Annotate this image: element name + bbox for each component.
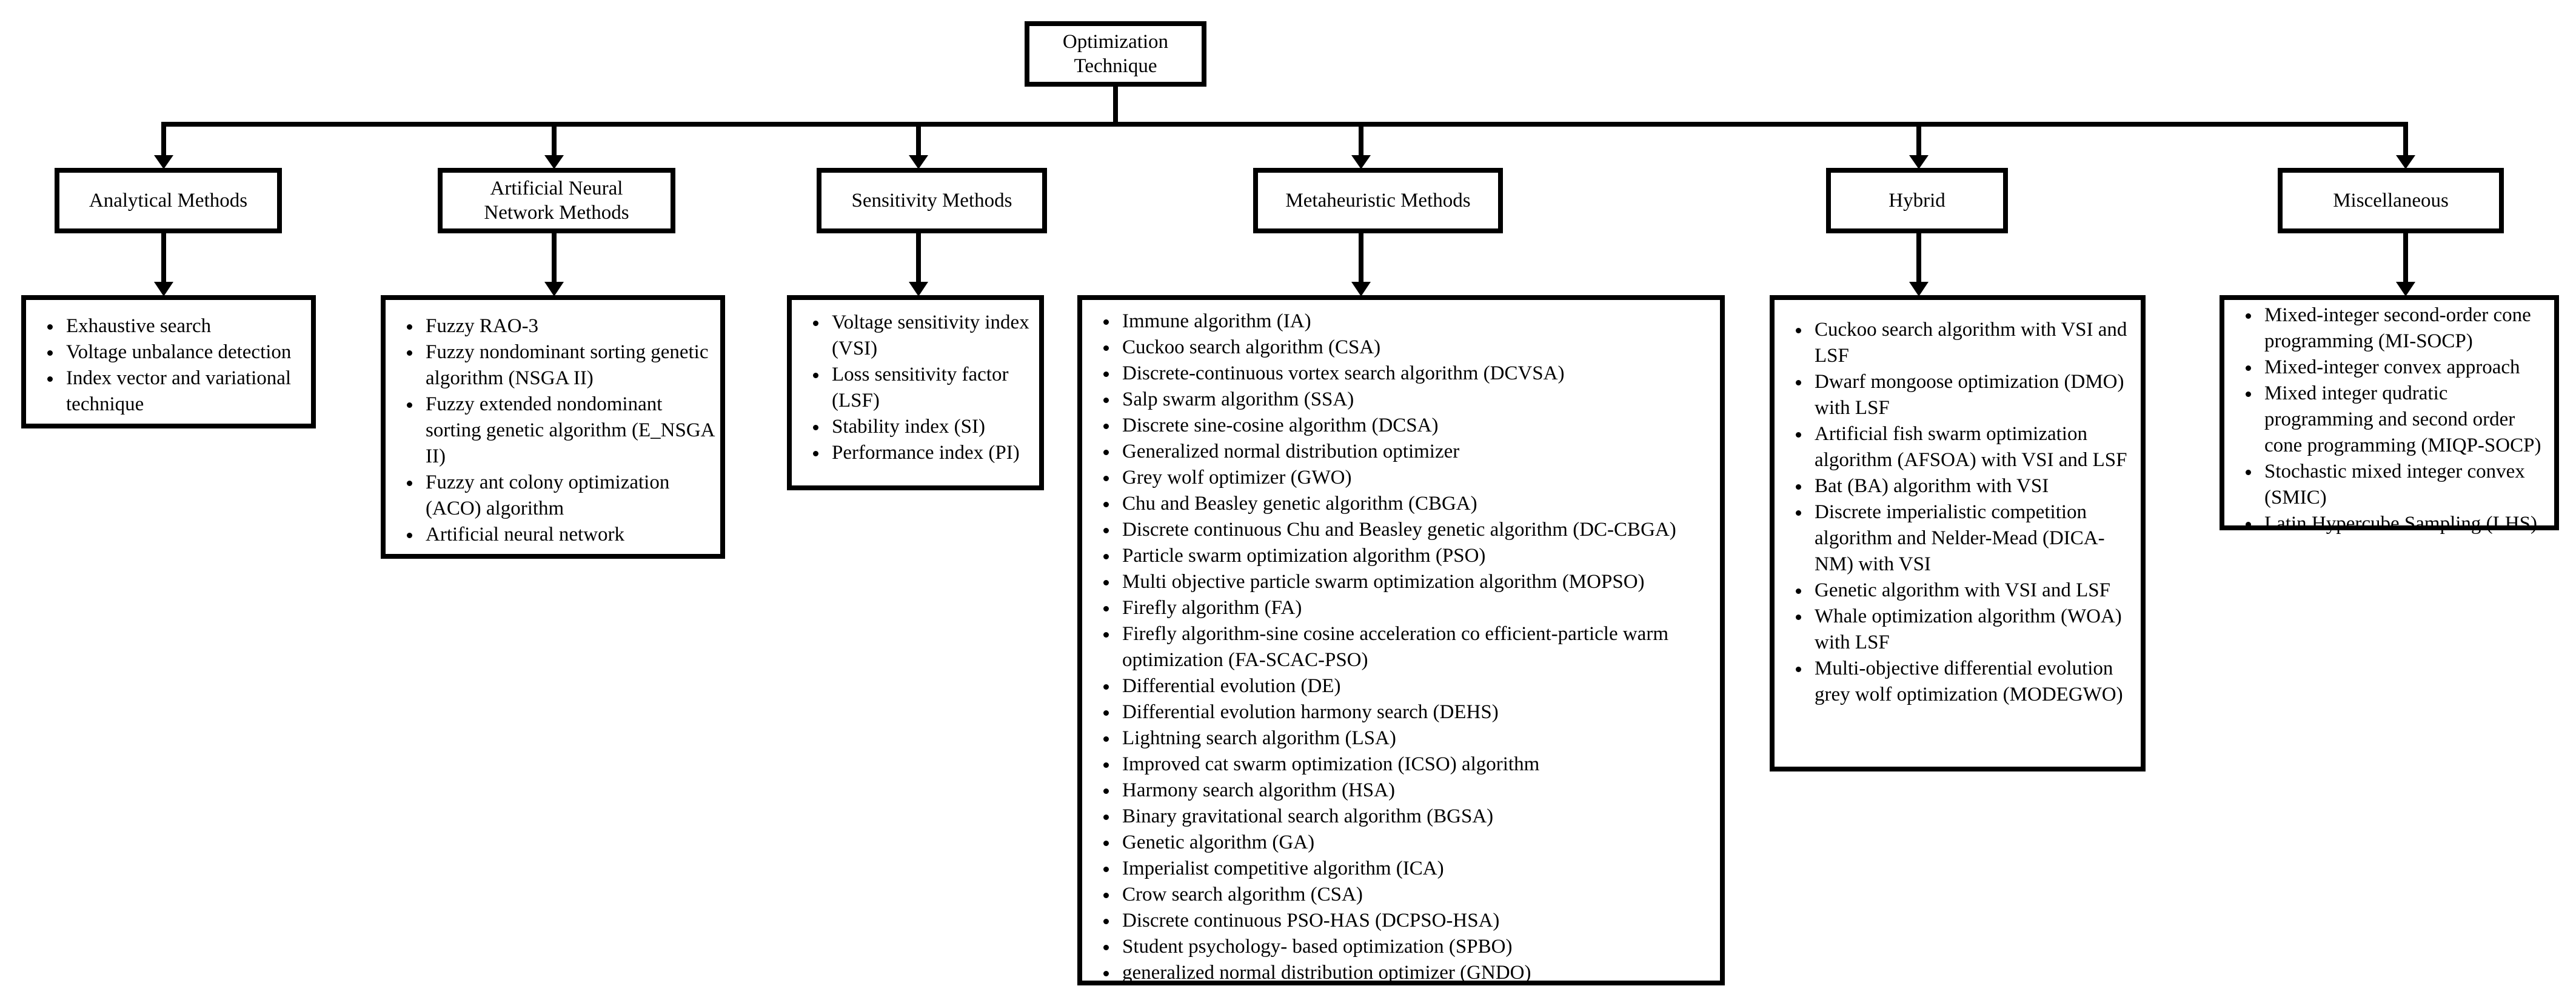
- list-item: Particle swarm optimization algorithm (P…: [1119, 543, 1720, 569]
- list-item: Exhaustive search: [62, 313, 311, 339]
- arrowhead-3a: [1351, 155, 1371, 169]
- list-item: Stochastic mixed integer convex (SMIC): [2261, 459, 2554, 511]
- list-item: Artificial neural network: [422, 522, 720, 548]
- list-item: Salp swarm algorithm (SSA): [1119, 387, 1720, 413]
- list-item: Chu and Beasley genetic algorithm (CBGA): [1119, 491, 1720, 517]
- category-header-ann: Artificial Neural Network Methods: [438, 168, 675, 233]
- list-item: Multi-objective differential evolution g…: [1811, 656, 2141, 708]
- list-item: Fuzzy extended nondominant sorting genet…: [422, 392, 720, 470]
- method-list-metaheuristic: Immune algorithm (IA) Cuckoo search algo…: [1077, 295, 1725, 985]
- root-label: Optimization Technique: [1062, 31, 1169, 77]
- list-item: Firefly algorithm (FA): [1119, 595, 1720, 621]
- category-header-metaheuristic: Metaheuristic Methods: [1253, 168, 1503, 233]
- category-title: Miscellaneous: [2333, 190, 2449, 212]
- list-item: Multi objective particle swarm optimizat…: [1119, 569, 1720, 595]
- list-item: Discrete continuous PSO-HAS (DCPSO-HSA): [1119, 908, 1720, 934]
- category-header-analytical: Analytical Methods: [55, 168, 282, 233]
- list-item: Fuzzy nondominant sorting genetic algori…: [422, 339, 720, 392]
- root-node: Optimization Technique: [1025, 21, 1206, 87]
- arrowhead-3b: [1351, 282, 1371, 296]
- category-title: Analytical Methods: [89, 190, 248, 212]
- list-item: Cuckoo search algorithm with VSI and LSF: [1811, 317, 2141, 369]
- arrowhead-5b: [2396, 282, 2415, 296]
- list-item: Binary gravitational search algorithm (B…: [1119, 804, 1720, 830]
- list-item: Latin Hypercube Sampling (LHS): [2261, 511, 2554, 537]
- list-item: Dwarf mongoose optimization (DMO) with L…: [1811, 369, 2141, 421]
- list-item: Artificial fish swarm optimization algor…: [1811, 421, 2141, 473]
- category-title: Artificial Neural Network Methods: [484, 176, 629, 225]
- arrowhead-1b: [544, 282, 564, 296]
- method-list-hybrid: Cuckoo search algorithm with VSI and LSF…: [1770, 295, 2146, 771]
- method-list: Immune algorithm (IA) Cuckoo search algo…: [1082, 308, 1720, 986]
- method-list-sensitivity: Voltage sensitivity index (VSI) Loss sen…: [787, 295, 1044, 490]
- list-item: Immune algorithm (IA): [1119, 308, 1720, 335]
- category-header-hybrid: Hybrid: [1826, 168, 2008, 233]
- list-item: Discrete imperialistic competition algor…: [1811, 499, 2141, 578]
- category-title: Sensitivity Methods: [851, 190, 1012, 212]
- list-item: Genetic algorithm with VSI and LSF: [1811, 578, 2141, 604]
- arrowhead-4b: [1909, 282, 1929, 296]
- list-item: Differential evolution (DE): [1119, 673, 1720, 699]
- list-item: Lightning search algorithm (LSA): [1119, 725, 1720, 751]
- list-item: Fuzzy RAO-3: [422, 313, 720, 339]
- arrowhead-0b: [154, 282, 173, 296]
- list-item: Fuzzy ant colony optimization (ACO) algo…: [422, 470, 720, 522]
- list-item: Firefly algorithm-sine cosine accelerati…: [1119, 621, 1720, 673]
- arrowhead-5a: [2396, 155, 2415, 169]
- category-title-line: Artificial Neural: [490, 178, 623, 199]
- arrowhead-1a: [544, 155, 564, 169]
- list-item: Student psychology- based optimization (…: [1119, 934, 1720, 960]
- category-header-miscellaneous: Miscellaneous: [2278, 168, 2504, 233]
- list-item: Harmony search algorithm (HSA): [1119, 778, 1720, 804]
- list-item: Cuckoo search algorithm (CSA): [1119, 335, 1720, 361]
- list-item: Index vector and variational technique: [62, 365, 311, 418]
- method-list: Mixed-integer second-order cone programm…: [2224, 302, 2554, 537]
- list-item: Stability index (SI): [828, 414, 1039, 440]
- list-item: Bat (BA) algorithm with VSI: [1811, 473, 2141, 499]
- list-item: Discrete continuous Chu and Beasley gene…: [1119, 517, 1720, 543]
- category-header-sensitivity: Sensitivity Methods: [817, 168, 1047, 233]
- list-item: Mixed-integer second-order cone programm…: [2261, 302, 2554, 355]
- list-item: Voltage unbalance detection: [62, 339, 311, 365]
- method-list-miscellaneous: Mixed-integer second-order cone programm…: [2220, 295, 2559, 535]
- method-list: Fuzzy RAO-3 Fuzzy nondominant sorting ge…: [386, 313, 720, 548]
- list-item: Discrete sine-cosine algorithm (DCSA): [1119, 413, 1720, 439]
- list-item: Genetic algorithm (GA): [1119, 830, 1720, 856]
- list-item: Grey wolf optimizer (GWO): [1119, 465, 1720, 491]
- method-list: Cuckoo search algorithm with VSI and LSF…: [1775, 317, 2141, 708]
- list-item: Differential evolution harmony search (D…: [1119, 699, 1720, 725]
- method-list: Voltage sensitivity index (VSI) Loss sen…: [792, 310, 1039, 466]
- list-item: Improved cat swarm optimization (ICSO) a…: [1119, 751, 1720, 778]
- method-list-analytical: Exhaustive search Voltage unbalance dete…: [21, 295, 316, 428]
- arrowhead-2a: [909, 155, 928, 169]
- list-item: Voltage sensitivity index (VSI): [828, 310, 1039, 362]
- method-list: Exhaustive search Voltage unbalance dete…: [26, 313, 311, 418]
- arrowhead-4a: [1909, 155, 1929, 169]
- list-item: Whale optimization algorithm (WOA) with …: [1811, 604, 2141, 656]
- category-title: Metaheuristic Methods: [1285, 190, 1471, 212]
- list-item: Generalized normal distribution optimize…: [1119, 439, 1720, 465]
- arrowhead-0a: [154, 155, 173, 169]
- list-item: generalized normal distribution optimize…: [1119, 960, 1720, 986]
- list-item: Loss sensitivity factor (LSF): [828, 362, 1039, 414]
- list-item: Discrete-continuous vortex search algori…: [1119, 361, 1720, 387]
- arrowhead-2b: [909, 282, 928, 296]
- list-item: Imperialist competitive algorithm (ICA): [1119, 856, 1720, 882]
- category-title: Hybrid: [1889, 190, 1945, 212]
- list-item: Performance index (PI): [828, 440, 1039, 466]
- list-item: Crow search algorithm (CSA): [1119, 882, 1720, 908]
- category-title-line: Network Methods: [484, 202, 629, 224]
- list-item: Mixed-integer convex approach: [2261, 355, 2554, 381]
- method-list-ann: Fuzzy RAO-3 Fuzzy nondominant sorting ge…: [381, 295, 725, 559]
- list-item: Mixed integer qudratic programming and s…: [2261, 381, 2554, 459]
